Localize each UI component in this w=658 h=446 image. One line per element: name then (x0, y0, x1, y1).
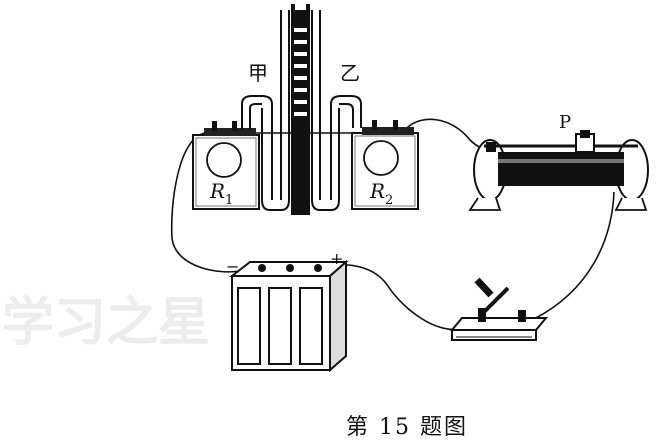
wire-rheostat-to-switch (533, 191, 615, 320)
battery-cell (268, 287, 292, 365)
container-jia: R 1 (192, 121, 260, 210)
terminal-icon (393, 120, 398, 130)
watermark-text: 学习之星 (2, 293, 210, 353)
container-yi: R 2 (351, 120, 419, 210)
terminal-icon (232, 121, 237, 131)
container-jia-lid (204, 128, 256, 136)
switch-blade (482, 286, 510, 314)
r2-letter: R (369, 179, 385, 203)
switch-base (451, 329, 537, 341)
terminal-icon (372, 120, 377, 130)
terminal-icon (478, 308, 486, 322)
r1-subscript: 1 (225, 193, 233, 208)
terminal-icon (258, 264, 266, 272)
rheostat: P (468, 112, 649, 211)
battery-cell (237, 287, 261, 365)
u-tube-right (311, 10, 340, 211)
r2-subscript: 2 (385, 193, 393, 208)
terminal-icon (286, 264, 294, 272)
terminal-icon (212, 121, 217, 131)
u-tube-left (261, 10, 290, 211)
battery-cell (299, 287, 323, 365)
r1-letter: R (209, 179, 225, 203)
knife-switch (449, 277, 549, 341)
battery-positive-sign: + (330, 249, 343, 268)
container-yi-lid (362, 127, 414, 135)
rheostat-coil (498, 152, 624, 186)
battery-pack: − + (226, 249, 349, 373)
battery-negative-sign: − (226, 257, 239, 276)
figure-caption: 第 15 题图 (346, 415, 468, 440)
label-yi: 乙 (340, 61, 360, 85)
resistor-r2-coil (363, 140, 399, 176)
terminal-icon (518, 310, 526, 322)
switch-handle (474, 277, 494, 298)
scale-ticks (294, 28, 307, 116)
resistor-r1-coil (206, 142, 242, 178)
wire-switch-to-battery-positive (329, 264, 463, 331)
terminal-icon (486, 142, 496, 152)
terminal-icon (314, 264, 322, 272)
scale-board (291, 4, 310, 215)
u-tubes (241, 10, 362, 211)
slider-label-p: P (559, 112, 571, 133)
label-jia: 甲 (248, 61, 268, 85)
wire-r1-to-battery-negative (170, 132, 245, 273)
